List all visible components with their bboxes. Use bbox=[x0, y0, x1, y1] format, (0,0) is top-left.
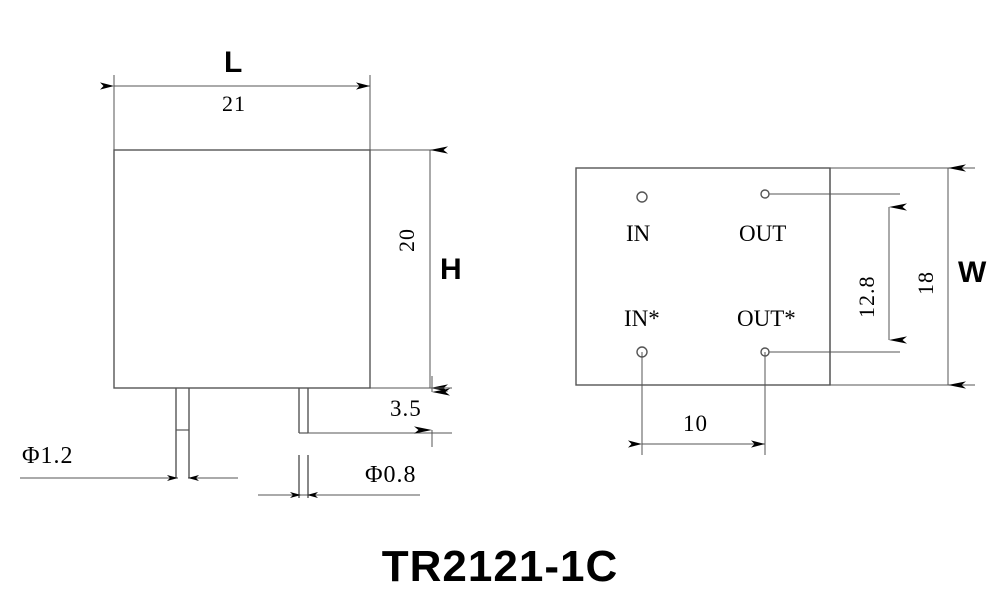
label-length-value: 21 bbox=[222, 91, 246, 116]
drawing-title: TR2121-1C bbox=[381, 542, 619, 591]
terminal-label-out: OUT bbox=[739, 221, 787, 246]
terminal-hole-out bbox=[760, 189, 770, 199]
terminal-label-in: IN bbox=[626, 221, 651, 246]
label-inner-pitch-value: 12.8 bbox=[854, 275, 879, 319]
label-terminal-spacing-value: 10 bbox=[683, 411, 708, 436]
label-height-letter: H bbox=[440, 253, 462, 286]
label-pin-right-diameter: Φ0.8 bbox=[365, 462, 417, 488]
label-pin-length-value: 3.5 bbox=[390, 396, 422, 421]
label-height-value: 20 bbox=[394, 228, 419, 252]
terminal-hole-in bbox=[636, 191, 648, 203]
label-width-letter: W bbox=[958, 256, 987, 289]
label-pin-left-diameter: Φ1.2 bbox=[22, 443, 74, 469]
label-length-letter: L bbox=[224, 46, 243, 79]
front-view-group bbox=[20, 75, 452, 498]
pin-left-thick bbox=[175, 388, 190, 478]
front-view-body-outline bbox=[113, 149, 371, 389]
bottom-view-group bbox=[575, 164, 975, 455]
terminal-label-in-star: IN* bbox=[624, 306, 660, 331]
terminal-label-out-star: OUT* bbox=[737, 306, 796, 331]
label-width-value: 18 bbox=[913, 271, 938, 295]
pin-right-thin bbox=[298, 388, 309, 498]
